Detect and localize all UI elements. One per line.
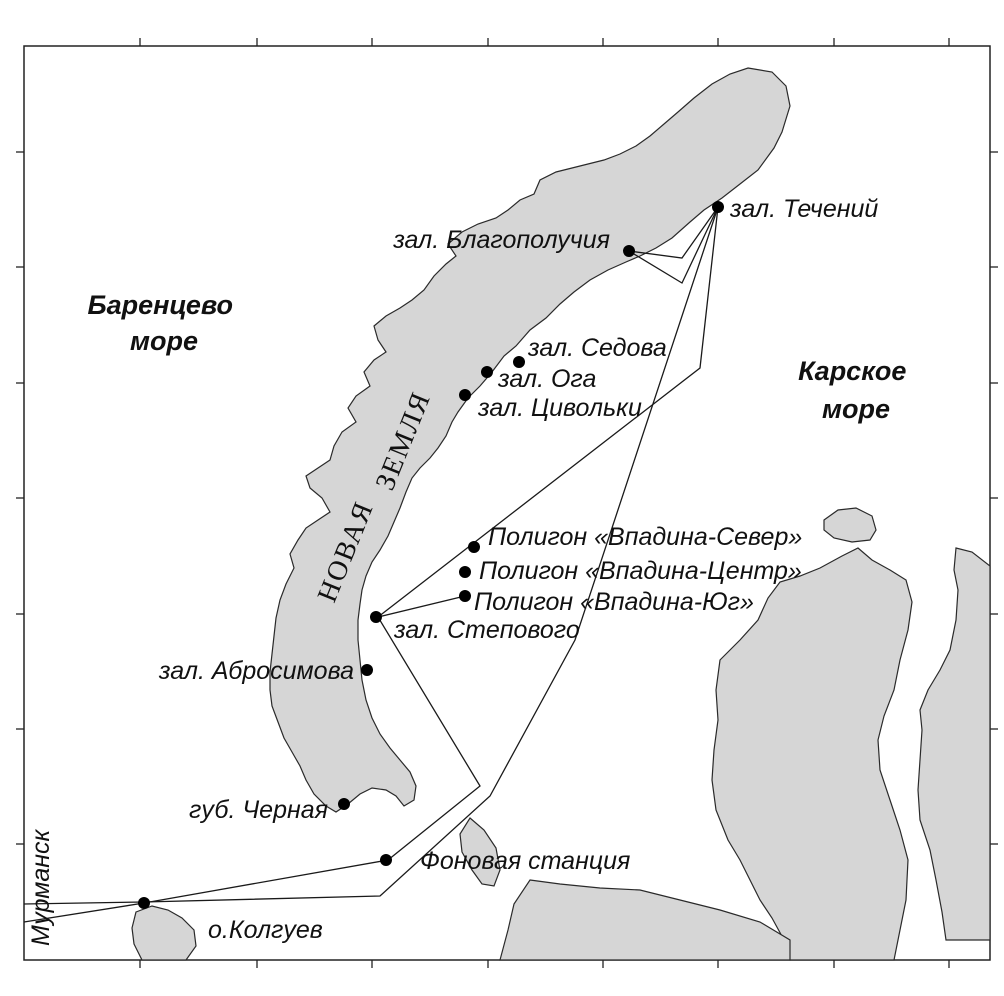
kolguev-island-landmass	[131, 905, 197, 961]
label-chernaya: губ. Черная	[189, 796, 328, 824]
label-vpadina-sever: Полигон «Впадина-Север»	[488, 523, 802, 551]
kara-sea-label: Карское море	[798, 356, 914, 424]
barents-sea-line1: Баренцево	[87, 290, 233, 320]
station-dot-abrosimova	[361, 664, 373, 676]
label-sedova: зал. Седова	[527, 334, 667, 362]
belyy-island-landmass	[823, 507, 877, 543]
station-dot-vpadina-sever	[468, 541, 480, 553]
barents-sea-line2: море	[130, 326, 198, 356]
label-tsivolki: зал. Цивольки	[477, 394, 642, 422]
barents-sea-label: Баренцево море	[87, 290, 240, 356]
station-dot-chernaya	[338, 798, 350, 810]
station-dot-sedova	[513, 356, 525, 368]
yugorsky-peninsula-landmass	[499, 879, 791, 961]
label-vpadina-yug: Полигон «Впадина-Юг»	[474, 588, 754, 616]
label-murmansk: Мурманск	[27, 828, 55, 946]
kara-sea-line2: море	[822, 394, 890, 424]
label-blagopoluchiya: зал. Благополучия	[392, 226, 610, 254]
station-dot-oga	[481, 366, 493, 378]
station-dot-kolguev	[138, 897, 150, 909]
label-kolguev: о.Колгуев	[208, 916, 323, 944]
station-dot-tsivolki	[459, 389, 471, 401]
yamal-landmass	[711, 547, 913, 961]
station-dot-vpadina-yug	[459, 590, 471, 602]
novaya-zemlya-landmass	[269, 67, 791, 813]
south-mainland-landmass	[459, 817, 501, 887]
east-landmass	[917, 547, 991, 941]
kara-sea-line1: Карское	[798, 356, 906, 386]
station-dot-stepovogo	[370, 611, 382, 623]
label-abrosimova: зал. Абросимова	[158, 657, 354, 685]
station-markers	[138, 201, 724, 909]
frame-ticks	[16, 38, 998, 968]
label-techeniy: зал. Течений	[729, 195, 878, 223]
station-dot-techeniy	[712, 201, 724, 213]
station-dot-vpadina-tsentr	[459, 566, 471, 578]
label-stepovogo: зал. Степового	[393, 616, 580, 644]
label-oga: зал. Ога	[497, 365, 596, 393]
label-vpadina-tsentr: Полигон «Впадина-Центр»	[479, 557, 802, 585]
station-dot-blagopoluchiya	[623, 245, 635, 257]
ship-routes	[23, 206, 719, 923]
station-dot-fonovaya	[380, 854, 392, 866]
label-fonovaya: Фоновая станция	[420, 847, 630, 875]
